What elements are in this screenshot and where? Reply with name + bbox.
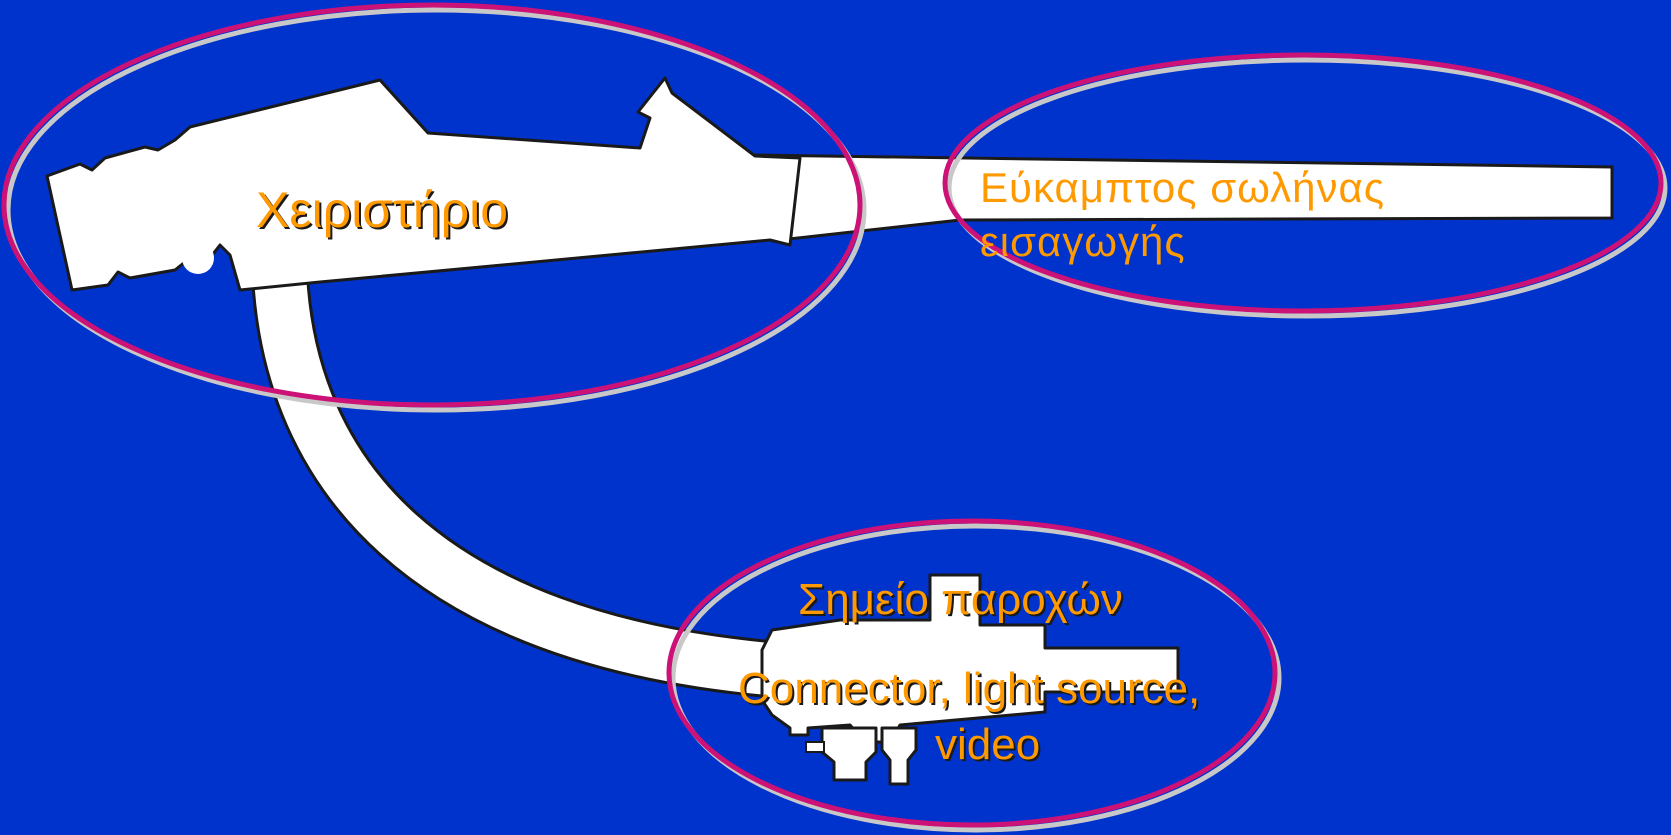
connector-pin xyxy=(805,741,825,753)
insertion-tube-ellipse xyxy=(942,52,1664,314)
umbilical-cable xyxy=(254,273,783,696)
handle-knob xyxy=(182,242,214,274)
control-handle xyxy=(45,76,802,292)
handle-ellipse xyxy=(1,2,863,408)
handle-label: Χειριστήριο xyxy=(256,182,509,238)
connector-ellipse xyxy=(666,518,1278,828)
insertion-tube-label-line1: Εύκαμπτος σωλήνας xyxy=(980,164,1385,211)
connector-plug-right xyxy=(880,726,918,786)
insertion-tube-label-line2: εισαγωγής xyxy=(980,218,1186,265)
handle-ellipse-shadow xyxy=(5,7,867,413)
connector-desc-line2: video xyxy=(935,720,1041,769)
connector-title-label: Σημείο παροχών xyxy=(798,575,1123,624)
connector-plug-left xyxy=(820,726,878,782)
insertion-tube-ellipse-shadow xyxy=(946,57,1668,319)
connector-unit xyxy=(760,573,1180,744)
connector-ellipse-shadow xyxy=(670,523,1282,833)
connector-desc-line1: Connector, light source, xyxy=(738,664,1201,713)
